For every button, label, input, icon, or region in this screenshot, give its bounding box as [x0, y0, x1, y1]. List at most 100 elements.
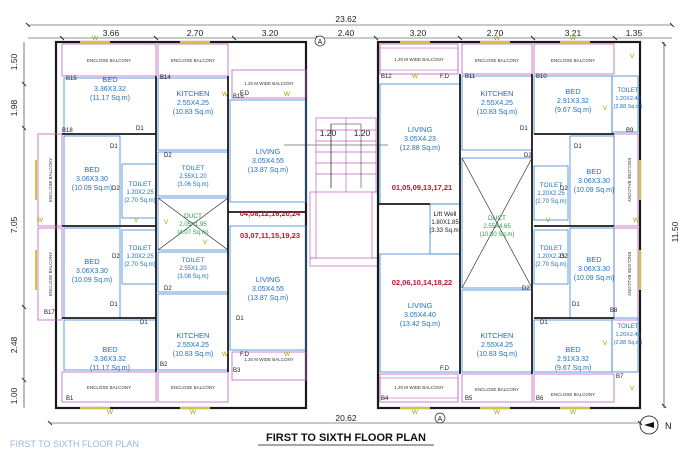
svg-text:D1: D1: [520, 126, 528, 132]
svg-text:ENCLOSE BALCONY: ENCLOSE BALCONY: [475, 387, 519, 392]
svg-text:D2: D2: [112, 186, 120, 192]
svg-text:(10.09 Sq.m): (10.09 Sq.m): [574, 275, 614, 282]
room-toilet-mid-left-4: TOILET 2.55X1.20 (3.08 Sq.m): [177, 257, 208, 280]
svg-text:(10.83 Sq.m): (10.83 Sq.m): [477, 351, 517, 358]
svg-text:(9.67 Sq.m): (9.67 Sq.m): [555, 107, 592, 114]
svg-text:BED: BED: [84, 257, 100, 266]
room-bed-mid-right-2: BED 3.06X3.30 (10.09 Sq.m): [574, 255, 614, 282]
staircase: [315, 117, 377, 193]
dim-top-4: 2.40: [338, 28, 355, 38]
svg-text:D1: D1: [236, 316, 244, 322]
dim-stair-left: 1.20: [320, 128, 337, 138]
svg-text:ENCLOSE BALCONY: ENCLOSE BALCONY: [551, 58, 595, 63]
window-marks: [35, 41, 641, 409]
svg-text:1.20 M WIDE BALCONY: 1.20 M WIDE BALCONY: [394, 385, 444, 390]
svg-text:ENCLOSE BALCONY: ENCLOSE BALCONY: [171, 58, 215, 63]
svg-text:(2.70 Sq.m): (2.70 Sq.m): [124, 262, 155, 268]
svg-text:ENCLOSE BALCONY: ENCLOSE BALCONY: [48, 158, 53, 202]
svg-text:D1: D1: [574, 144, 582, 150]
svg-text:B6: B6: [536, 396, 544, 402]
svg-text:B9: B9: [626, 128, 634, 134]
room-living-left-bottom: LIVING 3.05X4.55 (13.87 Sq.m): [248, 275, 288, 302]
svg-text:2.91X3.32: 2.91X3.32: [557, 356, 589, 363]
svg-text:W: W: [494, 409, 501, 416]
svg-text:1.20X2.40: 1.20X2.40: [615, 96, 640, 102]
svg-text:(13.42 Sq.m): (13.42 Sq.m): [400, 321, 440, 328]
svg-text:ENCLOSE BALCONY: ENCLOSE BALCONY: [551, 392, 595, 397]
marks-black: B15 B14 B16 B18 D1 D1 D2 D2 D2 D2 D1 D1 …: [44, 74, 634, 402]
marks-window-letters: W W W W W W W W W W W W W W W V V V V V …: [37, 35, 640, 416]
room-lift-well: Lift Well 1.80X1.85 (3.33 Sq.m): [429, 211, 460, 234]
room-bed-mid-left: BED 3.06X3.30 (10.09 Sq.m): [72, 165, 112, 192]
svg-text:3.06X3.30: 3.06X3.30: [76, 176, 108, 183]
svg-text:W: W: [284, 91, 291, 98]
svg-text:(10.80 Sq.m): (10.80 Sq.m): [480, 232, 515, 238]
flat-number-top-right: 01,05,09,13,17,21: [392, 183, 452, 192]
svg-text:W: W: [107, 409, 114, 416]
svg-text:TOILET: TOILET: [129, 245, 152, 252]
svg-text:TOILET: TOILET: [618, 324, 639, 330]
room-duct-right: DUCT 2.55X4.65 (10.80 Sq.m): [480, 215, 515, 238]
dim-top-6: 2.70: [487, 28, 504, 38]
svg-text:2.55X1.20: 2.55X1.20: [179, 266, 207, 272]
north-arrow: N: [639, 415, 672, 435]
svg-text:W: W: [92, 35, 99, 42]
svg-text:(3.06 Sq.m): (3.06 Sq.m): [177, 182, 208, 188]
svg-text:D2: D2: [560, 186, 568, 192]
svg-text:(10.83 Sq.m): (10.83 Sq.m): [477, 109, 517, 116]
svg-text:W: W: [570, 35, 577, 42]
svg-text:B2: B2: [160, 362, 168, 368]
svg-text:B12: B12: [381, 74, 392, 80]
svg-text:D2: D2: [560, 254, 568, 260]
svg-text:(2.70 Sq.m): (2.70 Sq.m): [535, 199, 566, 205]
svg-text:TOILET: TOILET: [182, 165, 205, 172]
svg-text:2.55X1.20: 2.55X1.20: [179, 174, 207, 180]
main-title-group: FIRST TO SIXTH FLOOR PLAN: [258, 432, 434, 446]
svg-text:(3.08 Sq.m): (3.08 Sq.m): [177, 274, 208, 280]
svg-text:KITCHEN: KITCHEN: [481, 89, 514, 98]
room-bed-mid-right: BED 3.06X3.30 (10.09 Sq.m): [574, 167, 614, 194]
room-toilet-mid-left-3: TOILET 1.20X2.25 (2.70 Sq.m): [124, 245, 155, 268]
svg-text:B18: B18: [62, 128, 73, 134]
svg-text:F.D: F.D: [440, 74, 450, 80]
room-toilet-mid-right-2: TOILET 1.20X2.25 (2.70 Sq.m): [535, 245, 566, 268]
svg-text:V: V: [630, 53, 635, 60]
dim-top-3: 3.20: [262, 28, 279, 38]
room-bed-bottom-right: BED 2.91X3.32 (9.67 Sq.m): [555, 345, 592, 372]
flat-numbers: 04,08,12,16,20,24 03,07,11,15,19,23 01,0…: [240, 183, 452, 287]
svg-text:D1: D1: [110, 302, 118, 308]
svg-text:BED: BED: [102, 345, 118, 354]
svg-text:TOILET: TOILET: [129, 181, 152, 188]
svg-text:BED: BED: [586, 255, 602, 264]
room-labels: BED 3.36X3.32 (11.17 Sq.m) KITCHEN 2.55X…: [72, 75, 643, 372]
svg-text:V: V: [134, 217, 139, 224]
dim-right: 11.50: [670, 221, 680, 242]
main-title: FIRST TO SIXTH FLOOR PLAN: [266, 432, 426, 444]
dim-left-3: 7.05: [9, 216, 19, 233]
svg-text:W: W: [570, 409, 577, 416]
svg-text:1.80X1.85: 1.80X1.85: [431, 220, 459, 226]
svg-text:A: A: [438, 416, 443, 423]
svg-text:(10.83 Sq.m): (10.83 Sq.m): [173, 109, 213, 116]
svg-text:V: V: [164, 219, 169, 226]
svg-text:B17: B17: [44, 310, 55, 316]
svg-text:ENCLOSE BALCONY: ENCLOSE BALCONY: [475, 58, 519, 63]
svg-text:ENCLOSE BALCONY: ENCLOSE BALCONY: [48, 252, 53, 296]
svg-text:LIVING: LIVING: [408, 125, 433, 134]
lobby-walls: [309, 191, 379, 267]
dim-top-8: 1.35: [626, 28, 643, 38]
svg-text:D2: D2: [522, 286, 530, 292]
room-bed-top-left: BED 3.36X3.32 (11.17 Sq.m): [90, 75, 130, 102]
svg-text:LIVING: LIVING: [408, 301, 433, 310]
svg-text:W: W: [494, 35, 501, 42]
svg-text:(2.70 Sq.m): (2.70 Sq.m): [535, 262, 566, 268]
svg-text:TOILET: TOILET: [182, 257, 205, 264]
svg-text:V: V: [630, 385, 635, 392]
svg-text:B3: B3: [233, 368, 241, 374]
north-label: N: [665, 421, 672, 431]
svg-text:DUCT: DUCT: [184, 213, 202, 220]
dim-left-1: 1.50: [9, 53, 19, 70]
dimension-labels: 23.62 3.66 2.70 3.20 2.40 3.20 2.70 3.21…: [9, 14, 680, 423]
svg-text:TOILET: TOILET: [618, 88, 639, 94]
